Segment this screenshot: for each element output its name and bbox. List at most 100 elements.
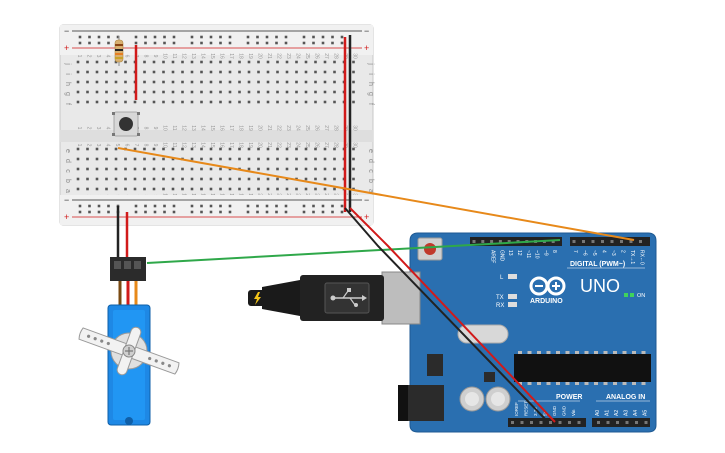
header-pin xyxy=(597,421,600,424)
column-number: 17 xyxy=(228,53,234,59)
bottom-rail-holes xyxy=(78,204,344,214)
terminal-hole xyxy=(285,90,289,94)
column-number: 16 xyxy=(219,53,225,59)
terminal-hole xyxy=(276,167,279,171)
led-rx-label: RX xyxy=(496,303,504,309)
header-pin xyxy=(498,240,502,243)
terminal-hole xyxy=(114,70,118,74)
column-number: 20 xyxy=(257,53,263,59)
rail-hole xyxy=(200,41,203,45)
rail-hole xyxy=(88,41,91,45)
usb-cable[interactable] xyxy=(248,275,384,321)
rail-hole xyxy=(153,41,157,45)
terminal-hole xyxy=(257,100,260,104)
terminal-hole xyxy=(209,100,213,104)
push-button-leg xyxy=(137,133,140,136)
terminal-hole xyxy=(162,187,165,191)
terminal-hole xyxy=(228,90,232,94)
column-number: 10 xyxy=(162,142,168,148)
top-power-rail xyxy=(60,25,373,55)
chip-pin xyxy=(622,382,627,385)
terminal-hole xyxy=(314,60,317,64)
terminal-hole xyxy=(247,187,251,191)
terminal-hole xyxy=(86,167,89,171)
terminal-hole xyxy=(162,100,165,104)
rail-hole xyxy=(134,204,138,208)
terminal-hole xyxy=(247,157,251,161)
terminal-hole xyxy=(190,90,194,94)
header-pin xyxy=(507,240,511,243)
terminal-hole xyxy=(124,157,127,161)
terminal-hole xyxy=(152,100,156,104)
terminal-hole xyxy=(228,177,232,181)
terminal-hole xyxy=(152,177,156,181)
wire-orange-button-to-pin2[interactable] xyxy=(117,147,635,241)
rail-hole xyxy=(312,204,315,208)
terminal-hole xyxy=(285,187,289,191)
column-number: 9 xyxy=(152,55,158,58)
terminal-hole xyxy=(209,167,213,171)
digital-pin-label: ~11 xyxy=(525,250,531,258)
reset-button[interactable] xyxy=(424,243,436,255)
rail-hole xyxy=(163,204,166,208)
push-button[interactable] xyxy=(112,111,140,137)
digital-pin-label: ~5 xyxy=(591,250,597,256)
column-number: 22 xyxy=(276,125,282,131)
rail-hole xyxy=(312,41,315,45)
terminal-hole xyxy=(95,157,99,161)
terminal-hole xyxy=(162,60,165,64)
chip-pin xyxy=(518,351,522,354)
wire-green-servo-signal[interactable] xyxy=(146,239,561,264)
terminal-hole xyxy=(304,157,308,161)
terminal-hole xyxy=(105,60,108,64)
terminal-hole xyxy=(76,167,80,171)
resistor[interactable] xyxy=(114,36,124,66)
servo-motor[interactable] xyxy=(72,257,187,426)
chip-pin xyxy=(584,351,589,354)
wire-black-gnd[interactable] xyxy=(344,207,549,423)
terminal-hole xyxy=(133,157,137,161)
voltage-regulator xyxy=(427,354,443,376)
row-letter: c xyxy=(367,169,374,173)
analog-header xyxy=(592,418,650,427)
terminal-hole xyxy=(333,177,336,181)
terminal-hole xyxy=(124,70,127,74)
terminal-hole xyxy=(95,187,99,191)
resistor-band-2 xyxy=(115,49,123,51)
terminal-hole xyxy=(257,80,260,84)
rail-hole xyxy=(284,210,288,214)
header-pin xyxy=(606,421,610,424)
push-button-cap[interactable] xyxy=(119,117,133,131)
terminal-hole xyxy=(114,90,118,94)
column-number: 13 xyxy=(190,142,196,148)
chip-pin xyxy=(546,351,551,354)
terminal-hole xyxy=(333,60,336,64)
terminal-hole xyxy=(238,187,241,191)
on-led xyxy=(624,293,628,297)
terminal-hole xyxy=(171,100,175,104)
analog-pin-label: A3 xyxy=(624,410,630,416)
chip-pin xyxy=(527,382,532,385)
terminal-hole xyxy=(219,70,222,74)
wire-red-5v[interactable] xyxy=(349,207,556,423)
rail-hole xyxy=(88,210,91,214)
terminal-hole xyxy=(162,157,165,161)
rail-hole xyxy=(200,204,203,208)
terminal-hole xyxy=(333,147,336,151)
row-letter: g xyxy=(367,92,374,96)
terminal-hole xyxy=(228,60,232,64)
header-pin xyxy=(625,421,629,424)
column-number: 4 xyxy=(105,55,111,58)
terminal-hole xyxy=(209,157,213,161)
column-number: 15 xyxy=(209,142,215,148)
rail-hole xyxy=(209,210,213,214)
rail-hole xyxy=(256,204,259,208)
row-letter: a xyxy=(367,189,374,193)
column-number: 11 xyxy=(171,142,177,147)
terminal-hole xyxy=(285,100,289,104)
terminal-hole xyxy=(105,80,108,84)
power-pin-label: GND xyxy=(562,405,567,416)
header-pin xyxy=(620,240,623,243)
terminal-hole xyxy=(228,147,232,151)
